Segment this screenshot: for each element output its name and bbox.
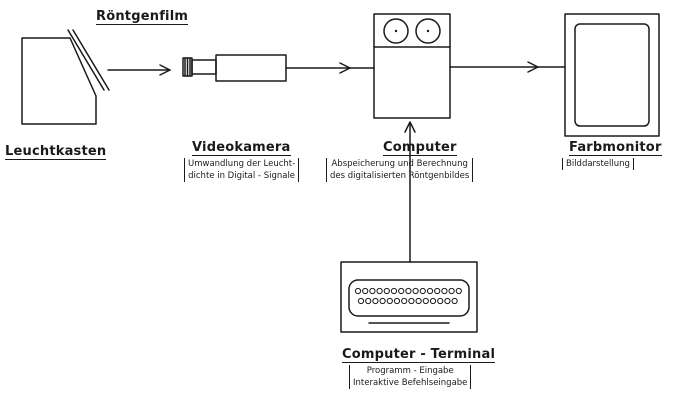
desc-farbmonitor: Bilddarstellung (562, 158, 634, 170)
terminal-key (399, 288, 404, 293)
terminal-key (420, 288, 425, 293)
desc-videokamera-line-2: dichte in Digital - Signale (188, 170, 295, 182)
terminal-key (380, 298, 385, 303)
terminal-key (430, 298, 435, 303)
arrow-camera-to-computer (286, 63, 374, 73)
computer-reel-left-center (395, 30, 397, 32)
terminal-key (423, 298, 428, 303)
terminal-key (416, 298, 421, 303)
label-videokamera: Videokamera (192, 140, 291, 156)
computer-shape (374, 14, 450, 118)
terminal-key (435, 288, 440, 293)
terminal-key (391, 288, 396, 293)
label-computer: Computer (383, 140, 457, 156)
terminal-key (358, 298, 363, 303)
terminal-key (387, 298, 392, 303)
terminal-keyboard-keys (355, 288, 461, 303)
desc-computer-line-2: des digitalisierten Röntgenbildes (330, 170, 469, 182)
terminal-key (363, 288, 368, 293)
desc-farbmonitor-line-1: Bilddarstellung (566, 158, 630, 170)
terminal-key (427, 288, 432, 293)
terminal-key (438, 298, 443, 303)
desc-videokamera-line-1: Umwandlung der Leucht- (188, 158, 295, 170)
terminal-key (409, 298, 414, 303)
terminal-key (402, 298, 407, 303)
video-camera-shape (183, 55, 286, 81)
terminal-key (413, 288, 418, 293)
terminal-key (442, 288, 447, 293)
arrow-computer-to-monitor (450, 62, 565, 72)
desc-computer-terminal-line-2: Interaktive Befehlseingabe (353, 377, 467, 389)
label-computer-terminal: Computer - Terminal (342, 347, 495, 363)
color-monitor-shape (565, 14, 659, 136)
terminal-key (449, 288, 454, 293)
desc-computer-terminal: Programm - Eingabe Interaktive Befehlsei… (349, 365, 471, 389)
terminal-key (456, 288, 461, 293)
terminal-key (445, 298, 450, 303)
terminal-key (406, 288, 411, 293)
terminal-key (452, 298, 457, 303)
computer-reel-right-center (427, 30, 429, 32)
terminal-key (366, 298, 371, 303)
terminal-key (373, 298, 378, 303)
computer-terminal-shape (341, 262, 477, 332)
label-leuchtkasten: Leuchtkasten (5, 144, 106, 160)
desc-computer-line-1: Abspeicherung und Berechnung (330, 158, 469, 170)
desc-computer-terminal-line-1: Programm - Eingabe (353, 365, 467, 377)
label-farbmonitor: Farbmonitor (569, 140, 662, 156)
arrow-lightbox-to-camera (108, 65, 170, 75)
desc-videokamera: Umwandlung der Leucht- dichte in Digital… (184, 158, 299, 182)
label-roentgenfilm: Röntgenfilm (96, 9, 188, 25)
terminal-key (377, 288, 382, 293)
terminal-key (355, 288, 360, 293)
desc-computer: Abspeicherung und Berechnung des digital… (326, 158, 473, 182)
terminal-key (394, 298, 399, 303)
terminal-key (384, 288, 389, 293)
terminal-key (370, 288, 375, 293)
